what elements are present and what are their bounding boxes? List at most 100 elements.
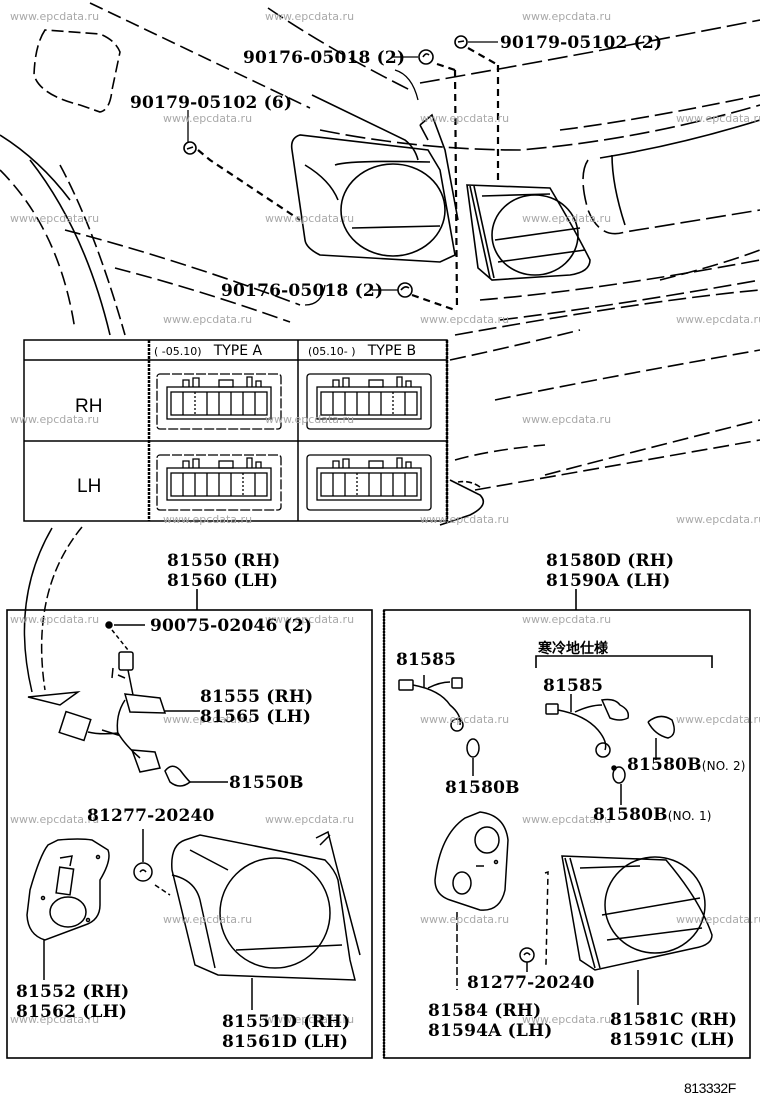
row-label-rh: RH [75, 396, 103, 417]
figure-code: 813332F [684, 1080, 736, 1096]
part-number: 90179-05102 [130, 93, 258, 113]
callout-socket-wire[interactable]: 81555 (RH) 81565 (LH) [200, 687, 313, 727]
part-number-lh: 81591C (LH) [610, 1030, 735, 1050]
watermark: www.epcdata.ru [163, 513, 253, 526]
callout-90176-05018-bottom[interactable]: 90176-05018 (2) [221, 281, 383, 301]
watermark: www.epcdata.ru [10, 613, 100, 626]
watermark: www.epcdata.ru [676, 513, 760, 526]
callout-bulb-no2[interactable]: 81580B(NO. 2) [627, 755, 746, 776]
connector-sketch [156, 373, 282, 430]
watermark: www.epcdata.ru [10, 413, 100, 426]
quantity: (6) [263, 93, 293, 113]
type-a-header: ( -05.10) TYPE A [154, 343, 262, 359]
type-a-label: TYPE A [213, 343, 263, 359]
watermark: www.epcdata.ru [163, 713, 253, 726]
watermark: www.epcdata.ru [420, 112, 510, 125]
callout-bulb-std[interactable]: 81580B [445, 778, 520, 798]
upper-fastener-icons [183, 35, 468, 298]
watermark: www.epcdata.ru [522, 212, 612, 225]
type-a-range: ( -05.10) [154, 345, 202, 358]
upper-leader-lines [187, 41, 498, 306]
watermark: www.epcdata.ru [10, 1013, 100, 1026]
watermark: www.epcdata.ru [522, 1013, 612, 1026]
callout-lens-body[interactable]: 81581C (RH) 81591C (LH) [610, 1010, 737, 1050]
part-number-lh: 81561D (LH) [222, 1032, 349, 1052]
left-assembly-art [26, 621, 361, 1010]
vehicle-body-outline [0, 2, 760, 526]
watermark: www.epcdata.ru [265, 1013, 355, 1026]
cold-climate-spec-label: 寒冷地仕様 [538, 641, 608, 657]
quantity: (2) [376, 48, 406, 68]
type-b-label: TYPE B [367, 343, 417, 359]
callout-cover[interactable]: 81552 (RH) 81562 (LH) [16, 982, 129, 1022]
callout-90179-05102-6[interactable]: 90179-05102 (6) [130, 93, 292, 113]
watermark: www.epcdata.ru [265, 613, 355, 626]
part-number-rh: 81552 (RH) [16, 982, 130, 1002]
watermark: www.epcdata.ru [10, 212, 100, 225]
watermark: www.epcdata.ru [163, 913, 253, 926]
callout-cushion[interactable]: 81277-20240 [87, 806, 215, 826]
part-number-rh: 81551D (RH) [222, 1012, 351, 1032]
connector-sketches [156, 373, 432, 511]
quantity: (2) [354, 281, 384, 301]
watermark: www.epcdata.ru [522, 10, 612, 23]
watermark: www.epcdata.ru [676, 112, 760, 125]
callout-90179-05102-2[interactable]: 90179-05102 (2) [500, 33, 662, 53]
fastener-leaders [197, 47, 500, 312]
part-number: 90176-05018 [243, 48, 371, 68]
callout-lens-body[interactable]: 81551D (RH) 81561D (LH) [222, 1012, 350, 1052]
part-number-lh: 81565 (LH) [200, 707, 312, 727]
type-b-header: (05.10- ) TYPE B [308, 343, 416, 359]
part-number-rh: 81555 (RH) [200, 687, 314, 707]
part-number-rh: 81580D (RH) [546, 551, 675, 571]
part-number-rh: 81584 (RH) [428, 1001, 542, 1021]
connector-sketch [306, 454, 432, 511]
outer-tail-lamp-installed [290, 113, 459, 263]
callout-cushion[interactable]: 81277-20240 [467, 973, 595, 993]
connector-sketch [156, 454, 282, 511]
watermark: www.epcdata.ru [676, 713, 760, 726]
position-suffix: (NO. 1) [667, 809, 712, 823]
part-number-lh: 81594A (LH) [428, 1021, 553, 1041]
part-number: 81580B [627, 755, 702, 775]
position-suffix: (NO. 2) [701, 759, 746, 773]
callout-socket-std[interactable]: 81585 [396, 650, 457, 670]
callout-screw[interactable]: 90075-02046 (2) [150, 616, 313, 636]
callout-90176-05018-top[interactable]: 90176-05018 (2) [243, 48, 405, 68]
part-number-lh: 81590A (LH) [546, 571, 671, 591]
watermark: www.epcdata.ru [676, 313, 760, 326]
part-number-lh: 81560 (LH) [167, 571, 279, 591]
watermark: www.epcdata.ru [10, 813, 100, 826]
watermark: www.epcdata.ru [265, 813, 355, 826]
callout-socket-cold[interactable]: 81585 [543, 676, 604, 696]
part-number: 90176-05018 [221, 281, 349, 301]
watermark: www.epcdata.ru [10, 10, 100, 23]
watermark: www.epcdata.ru [265, 10, 355, 23]
watermark: www.epcdata.ru [420, 313, 510, 326]
assembly-boxes [6, 589, 751, 1059]
inner-tail-lamp-installed [466, 184, 591, 281]
right-assembly-art [398, 675, 713, 1005]
watermark: www.epcdata.ru [265, 212, 355, 225]
part-number-rh: 81581C (RH) [610, 1010, 738, 1030]
callout-cover[interactable]: 81584 (RH) 81594A (LH) [428, 1001, 553, 1041]
part-number: 90179-05102 [500, 33, 628, 53]
callout-bulb[interactable]: 81550B [229, 773, 304, 793]
quantity: (2) [633, 33, 663, 53]
right-assembly-header[interactable]: 81580D (RH) 81590A (LH) [546, 551, 674, 591]
watermark: www.epcdata.ru [420, 913, 510, 926]
row-label-lh: LH [77, 476, 102, 497]
part-number-rh: 81550 (RH) [167, 551, 281, 571]
watermark: www.epcdata.ru [420, 713, 510, 726]
type-b-range: (05.10- ) [308, 345, 356, 358]
watermark: www.epcdata.ru [676, 913, 760, 926]
watermark: www.epcdata.ru [265, 413, 355, 426]
watermark: www.epcdata.ru [522, 413, 612, 426]
part-number-lh: 81562 (LH) [16, 1002, 128, 1022]
left-assembly-header[interactable]: 81550 (RH) 81560 (LH) [167, 551, 280, 591]
part-number: 81580B [593, 805, 668, 825]
callout-bulb-no1[interactable]: 81580B(NO. 1) [593, 805, 712, 826]
view-arrow [23, 526, 83, 706]
watermark: www.epcdata.ru [522, 613, 612, 626]
